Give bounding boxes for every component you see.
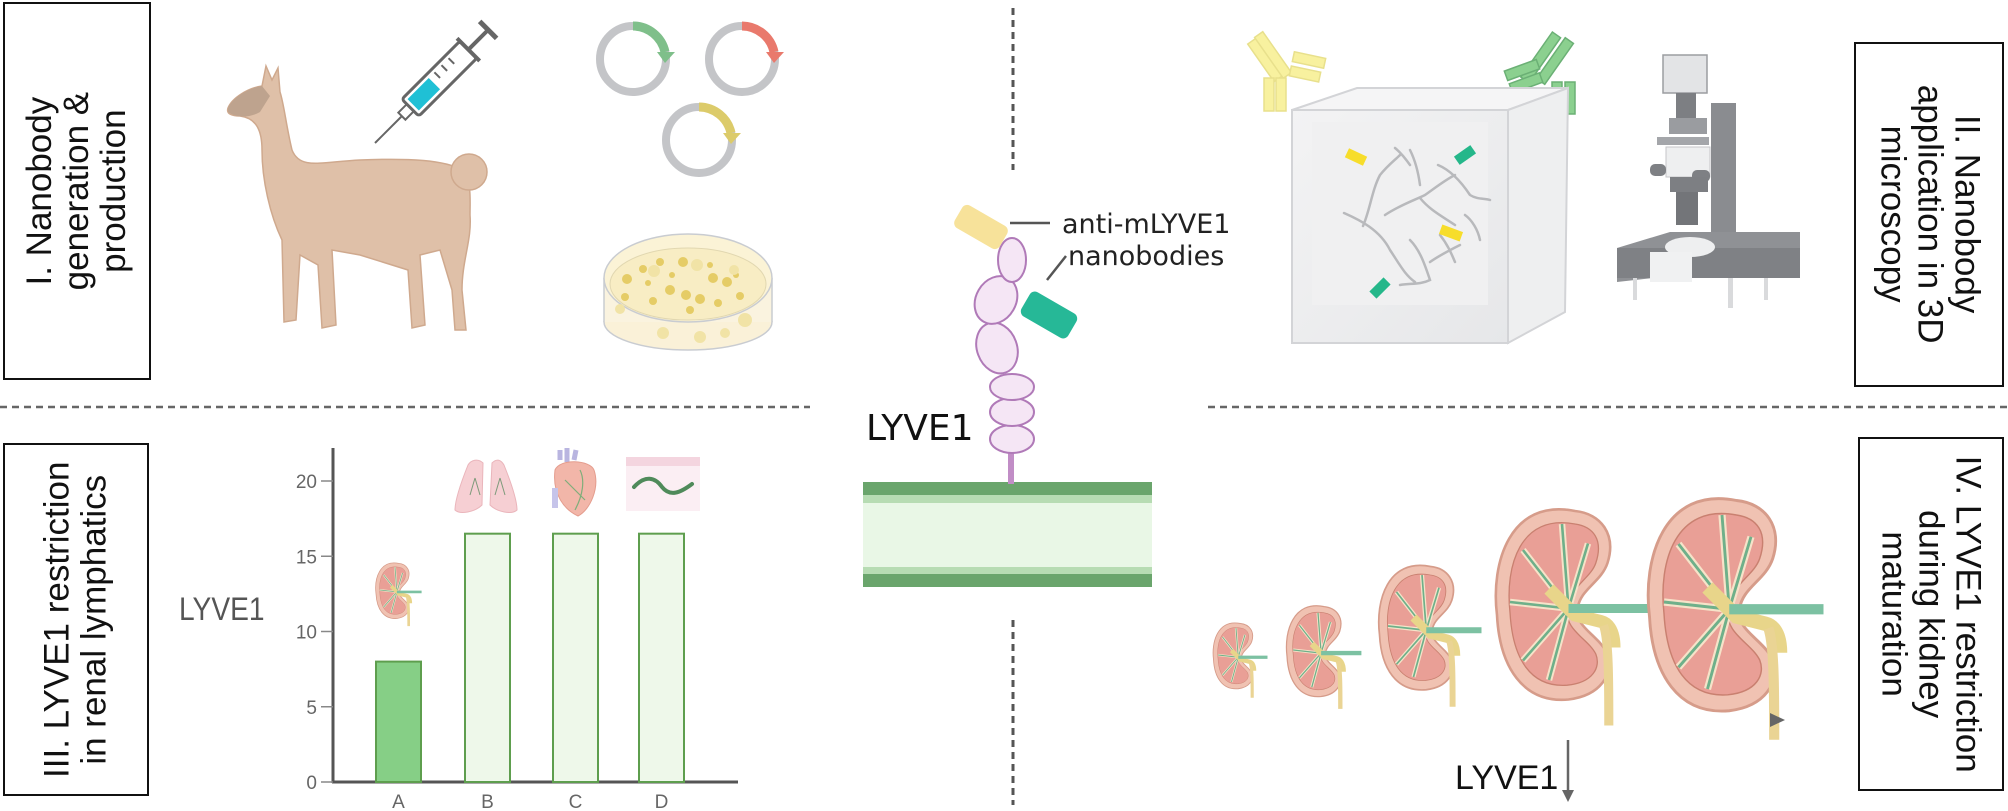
lyve1-bar-chart: 0 5 10 15 20 A B C D LYVE1 <box>179 448 738 811</box>
panel-3-title-box: III. LYVE1 restriction in renal lymphati… <box>3 443 149 796</box>
kidney-stage-4-icon <box>1496 509 1653 725</box>
bar-A <box>375 660 422 783</box>
panel-4-title-box: IV. LYVE1 restriction during kidney matu… <box>1858 437 2004 791</box>
llama-icon <box>226 63 488 331</box>
label-leader-line-2 <box>1046 255 1067 281</box>
microscope-icon <box>1617 54 1800 308</box>
x-tick-label: B <box>481 792 494 811</box>
nanobody-label-line1: anti-mLYVE1 <box>1062 209 1230 240</box>
nanobody-teal-icon <box>1020 291 1078 339</box>
x-tick-label: C <box>569 792 583 811</box>
y-tick-label: 10 <box>296 623 317 644</box>
decrease-arrow-icon <box>1562 740 1574 802</box>
bar-B <box>464 532 511 783</box>
antibody-yellow-icon <box>1246 30 1327 112</box>
y-axis-label: LYVE1 <box>179 592 265 627</box>
kidney-stage-1-icon <box>1213 623 1267 698</box>
x-tick-label: A <box>392 792 405 811</box>
heart-icon <box>552 448 597 517</box>
kidney-stage-3-icon <box>1379 565 1482 706</box>
tissue-cube-icon <box>1291 86 1570 345</box>
maturation-marker-label: LYVE1 <box>1455 759 1558 797</box>
kidney-icon <box>373 561 424 628</box>
y-tick-label: 15 <box>296 547 317 568</box>
panel-2-title-box: II. Nanobody application in 3D microscop… <box>1854 42 2004 387</box>
skin-icon <box>626 457 700 511</box>
maturation-arrow <box>1240 713 1785 727</box>
nanobody-label-line2: nanobodies <box>1068 241 1224 272</box>
y-tick-label: 5 <box>306 698 317 719</box>
lyve1-protein-label: LYVE1 <box>866 408 974 449</box>
y-tick-label: 0 <box>306 773 317 794</box>
lung-icon <box>454 459 518 513</box>
kidney-stage-5-icon <box>1648 499 1823 740</box>
bar-C <box>552 532 599 783</box>
cell-membrane <box>863 482 1152 587</box>
plasmid-red-icon <box>705 21 784 96</box>
bar-D <box>638 532 685 783</box>
nanobody-yellow-icon <box>954 204 1008 250</box>
panel-1-title-box: I. Nanobody generation & production <box>3 2 151 380</box>
plasmid-yellow-icon <box>662 102 741 177</box>
kidney-stage-2-icon <box>1286 606 1361 709</box>
petri-dish-icon <box>603 233 773 351</box>
y-tick-label: 20 <box>296 472 317 493</box>
x-tick-label: D <box>655 792 669 811</box>
plasmid-green-icon <box>596 21 675 96</box>
syringe-icon <box>374 19 499 144</box>
lyve1-protein-icon <box>973 237 1035 484</box>
